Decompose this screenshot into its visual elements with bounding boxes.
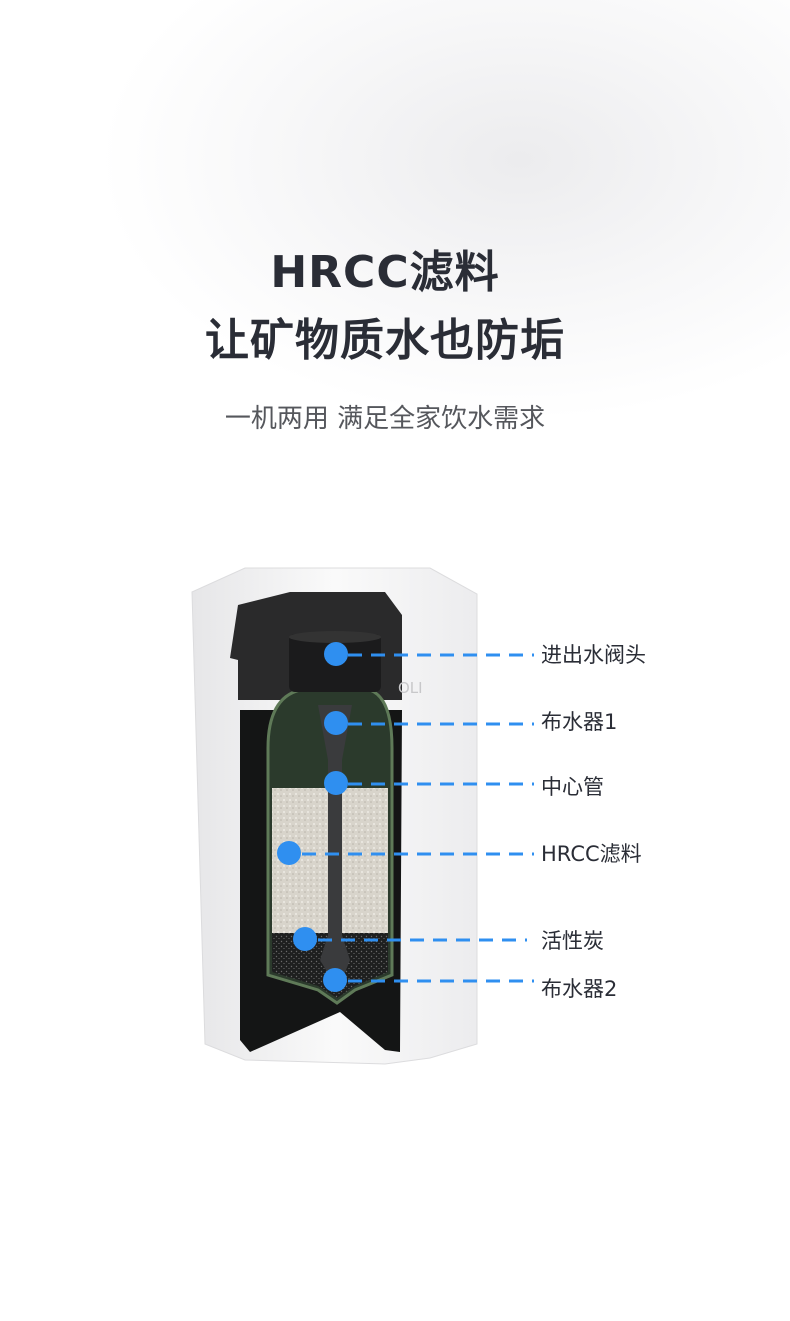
callout-label-valve: 进出水阀头 — [541, 643, 646, 667]
title-line-2: 让矿物质水也防垢 — [205, 315, 565, 366]
callout-dot — [277, 841, 301, 865]
subtitle: 一机两用 满足全家饮水需求 — [224, 404, 546, 434]
callout-dot — [324, 642, 348, 666]
callout-dot — [323, 968, 347, 992]
brand-logo: OLI — [398, 679, 423, 697]
callout-dot — [324, 771, 348, 795]
callout-dot — [293, 927, 317, 951]
title-line-1: HRCC滤料 — [270, 247, 500, 298]
callout-label-distributor-2: 布水器2 — [541, 977, 618, 1001]
callout-label-distributor-1: 布水器1 — [541, 710, 618, 734]
callout-label-carbon: 活性炭 — [541, 929, 604, 953]
callout-label-hrcc: HRCC滤料 — [541, 842, 642, 866]
callout-dot — [324, 711, 348, 735]
center-tube — [318, 705, 352, 990]
callout-label-center-tube: 中心管 — [541, 775, 604, 799]
